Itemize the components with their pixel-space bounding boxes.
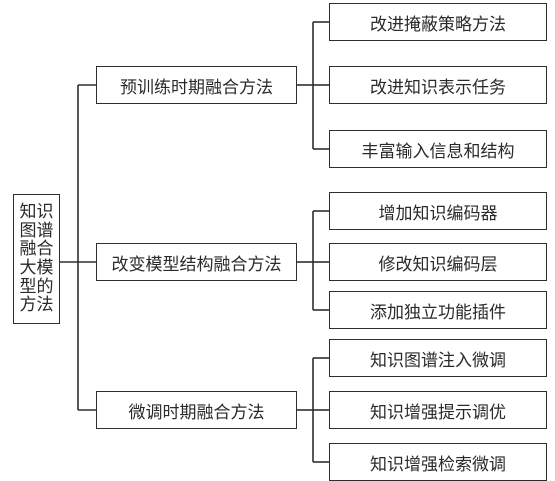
method-node: 知识图谱注入微调: [329, 339, 547, 377]
method-node: 丰富输入信息和结构: [329, 130, 547, 168]
method-node: 增加知识编码器: [329, 192, 547, 230]
method-label: 增加知识编码器: [378, 203, 498, 224]
method-label: 丰富输入信息和结构: [361, 141, 515, 162]
category-finetuning: 微调时期融合方法: [96, 391, 297, 429]
method-label: 知识增强提示调优: [370, 402, 506, 423]
category-pretraining: 预训练时期融合方法: [96, 66, 297, 104]
method-node: 改进掩蔽策略方法: [329, 3, 547, 41]
root-label: 知识图谱融合大模型的方法: [19, 202, 54, 316]
category-label: 微调时期融合方法: [128, 402, 265, 423]
method-label: 改进掩蔽策略方法: [370, 14, 506, 35]
method-label: 添加独立功能插件: [370, 302, 506, 323]
method-node: 知识增强检索微调: [329, 443, 547, 481]
category-label: 改变模型结构融合方法: [111, 254, 282, 275]
method-label: 改进知识表示任务: [370, 77, 506, 98]
method-label: 知识增强检索微调: [370, 454, 506, 475]
category-structure: 改变模型结构融合方法: [96, 243, 297, 281]
method-label: 知识图谱注入微调: [370, 350, 506, 371]
method-node: 修改知识编码层: [329, 243, 547, 281]
method-node: 知识增强提示调优: [329, 391, 547, 429]
method-node: 添加独立功能插件: [329, 291, 547, 329]
method-label: 修改知识编码层: [378, 254, 498, 275]
method-node: 改进知识表示任务: [329, 66, 547, 104]
root-node: 知识图谱融合大模型的方法: [13, 194, 60, 324]
category-label: 预训练时期融合方法: [120, 77, 273, 98]
